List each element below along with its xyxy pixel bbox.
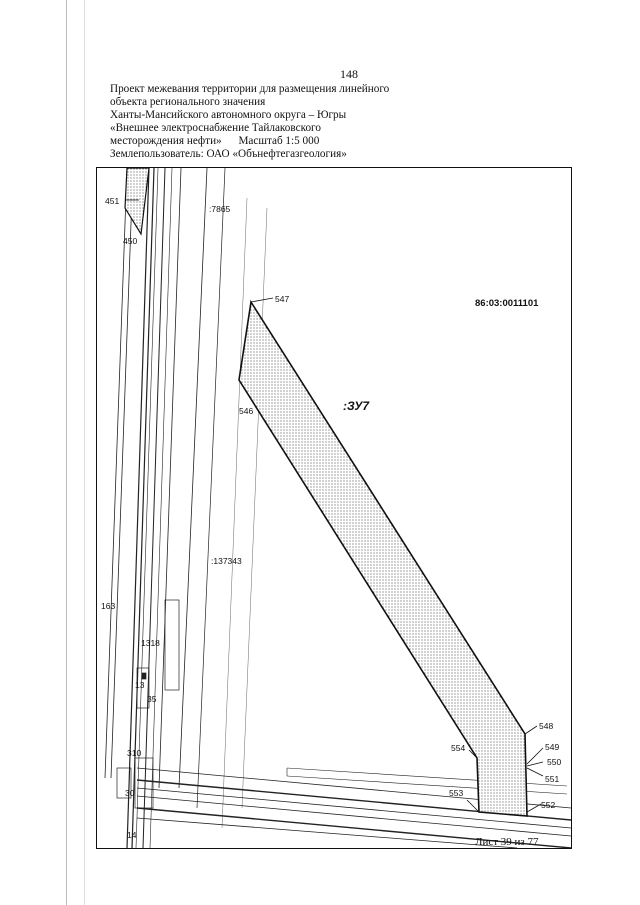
bottom-road xyxy=(136,767,571,848)
scale-label: Масштаб 1:5 000 xyxy=(238,135,320,147)
document-header: Проект межевания территории для размещен… xyxy=(110,83,430,161)
header-line-3: Ханты-Мансийского автономного округа – Ю… xyxy=(110,109,347,121)
parcel-number-137343: :137343 xyxy=(211,556,242,566)
point-label-546: 546 xyxy=(239,406,253,416)
cadastral-block-label: 86:03:0011101 xyxy=(475,298,539,309)
corridor-lines xyxy=(104,168,268,848)
point-label-552: 552 xyxy=(541,800,555,810)
point-label-554: 554 xyxy=(451,743,465,753)
header-line-4: «Внешнее электроснабжение Тайлаковского xyxy=(110,122,321,134)
header-line-5: месторождения нефти» Масштаб 1:5 000 xyxy=(110,135,430,148)
land-user-line: Землепользователь: ОАО «Обънефтегазгеоло… xyxy=(110,148,347,160)
label-35: 35 xyxy=(147,694,157,704)
point-label-450: 450 xyxy=(123,236,137,246)
page-edge-left-inner xyxy=(84,0,85,905)
cadastral-map: 86:03:0011101 :ЗУ7 :7865 :137343 451 450… xyxy=(96,167,572,849)
point-label-551: 551 xyxy=(545,774,559,784)
label-163: 163 xyxy=(101,601,115,611)
leader-lines xyxy=(125,199,544,813)
parcel-strip-top-left xyxy=(124,168,150,236)
point-label-550: 550 xyxy=(547,757,561,767)
sheet-label: Лист 39 из 77 xyxy=(475,836,539,848)
parcel-number-7865: :7865 xyxy=(209,204,231,214)
point-label-548: 548 xyxy=(539,721,553,731)
label-13: 13 xyxy=(135,680,145,690)
header-line-1: Проект межевания территории для размещен… xyxy=(110,83,390,95)
header-line-2: объекта регионального значения xyxy=(110,96,266,108)
point-label-547: 547 xyxy=(275,294,289,304)
page-number: 148 xyxy=(340,67,358,81)
parcel-zu7-label: :ЗУ7 xyxy=(343,399,370,413)
label-1318: 1318 xyxy=(141,638,160,648)
label-310: 310 xyxy=(127,748,141,758)
point-label-451: 451 xyxy=(105,196,119,206)
label-14: 14 xyxy=(127,830,137,840)
header-line-5a: месторождения нефти» xyxy=(110,135,222,147)
point-label-549: 549 xyxy=(545,742,559,752)
map-drawing: 86:03:0011101 :ЗУ7 :7865 :137343 451 450… xyxy=(101,168,571,848)
label-30: 30 xyxy=(125,788,135,798)
parcel-zu7 xyxy=(238,299,528,817)
page-edge-left xyxy=(66,0,67,905)
point-label-553: 553 xyxy=(449,788,463,798)
